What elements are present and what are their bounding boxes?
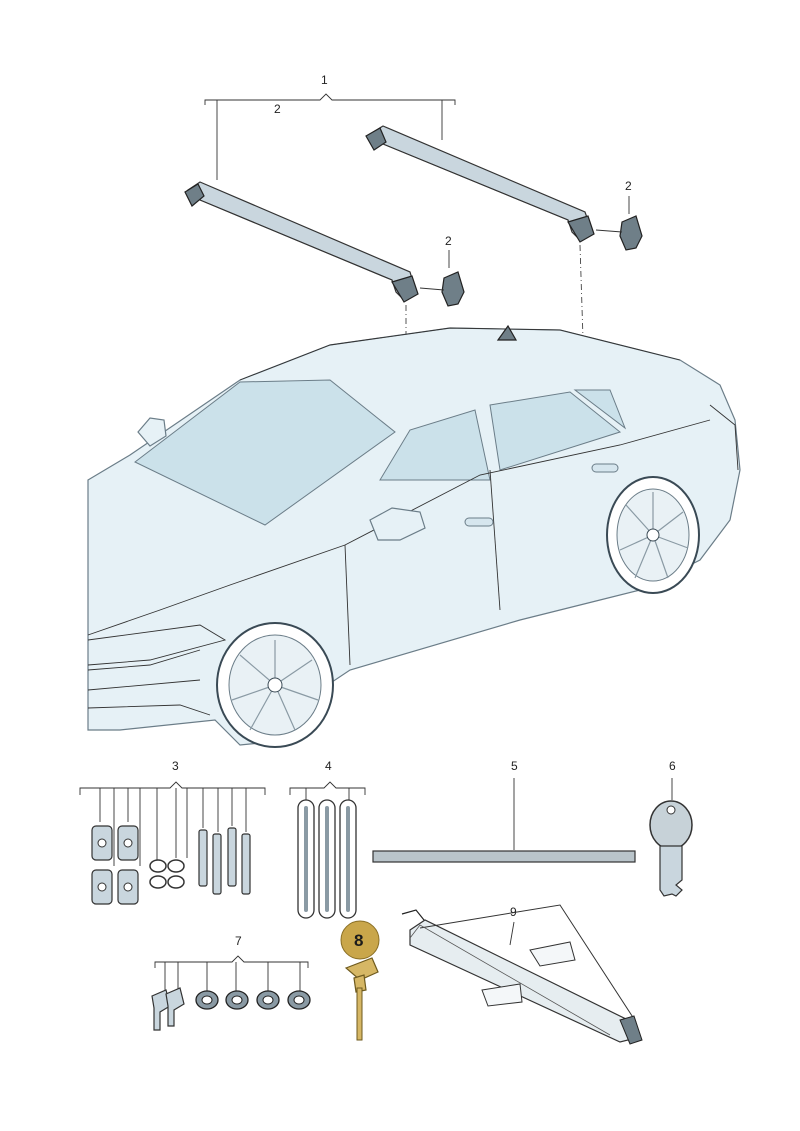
roof-bar-rear: [365, 125, 595, 243]
callout-9-label: 9: [510, 905, 517, 919]
roof-bar-front: [184, 181, 419, 303]
item-6-key-icon: 6: [649, 759, 693, 897]
item-3-fastener-kit: 3: [79, 759, 266, 905]
item-4-strips: 4: [289, 759, 366, 919]
callout-1-label: 1: [321, 73, 328, 87]
callout-2-label-top: 2: [274, 102, 281, 116]
item-8-highlighted-tool: 8: [340, 920, 380, 1041]
item-5-strip: 5: [372, 759, 636, 863]
car-illustration: [87, 324, 741, 748]
callout-1-bracket: 1 2: [204, 73, 456, 180]
item-7-lock-set: 7: [151, 934, 311, 1031]
callout-5-label: 5: [511, 759, 518, 773]
end-cap-middle: 2: [441, 234, 465, 307]
callout-2-label-mid: 2: [445, 234, 452, 248]
callout-4-label: 4: [325, 759, 332, 773]
callout-8-label: 8: [354, 931, 363, 950]
highlight-badge-8: [340, 920, 380, 960]
end-cap-right: 2: [619, 179, 643, 251]
callout-3-label: 3: [172, 759, 179, 773]
item-9-cover-panel: 9: [401, 904, 643, 1045]
callout-6-label: 6: [669, 759, 676, 773]
callout-2-label-right: 2: [625, 179, 632, 193]
callout-7-label: 7: [235, 934, 242, 948]
